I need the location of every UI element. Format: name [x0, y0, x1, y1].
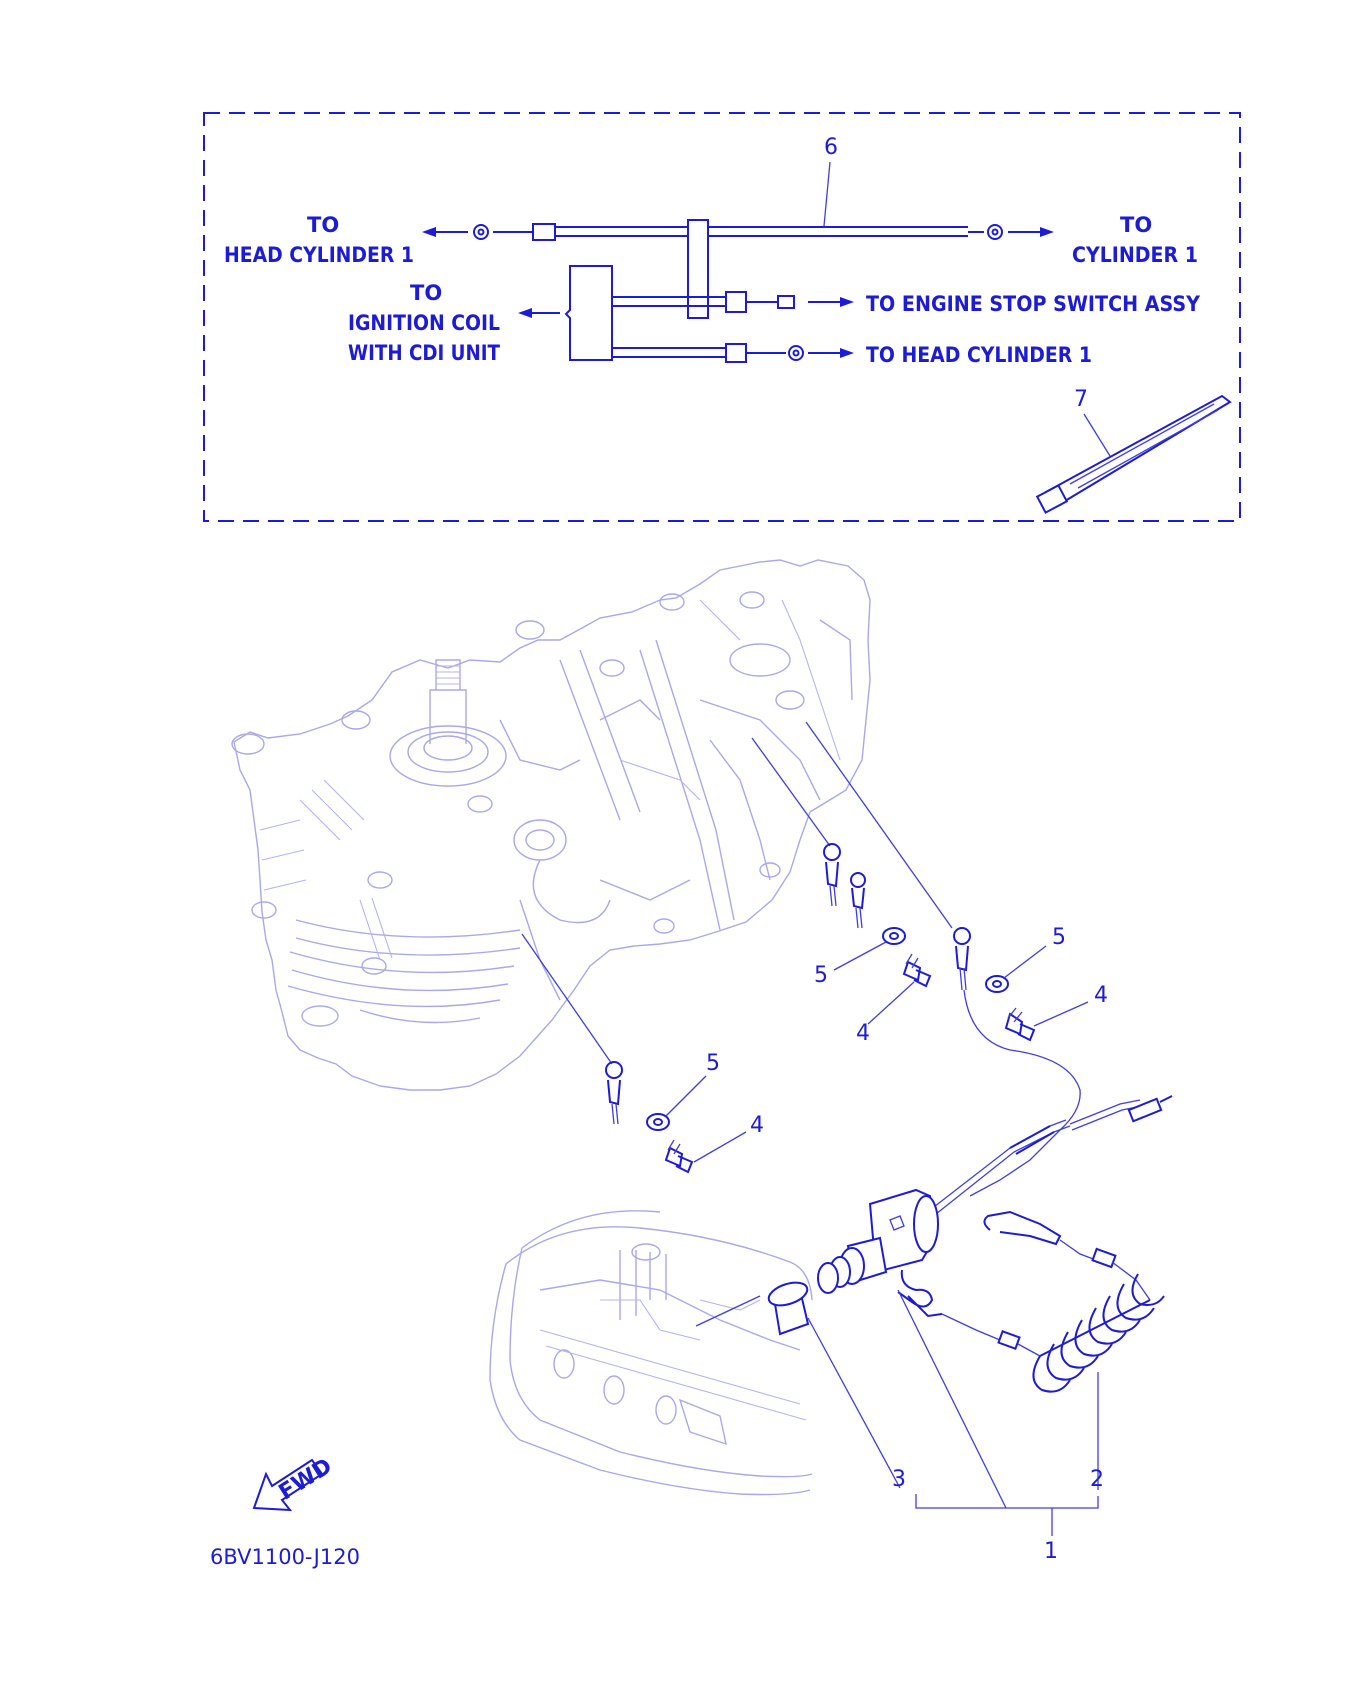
lead-wire-main — [473, 219, 1003, 319]
callout-6: 6 — [824, 135, 838, 160]
lanyard-coil — [1032, 1273, 1165, 1393]
label-to-ignition-2: IGNITION COIL — [348, 311, 500, 335]
callout-4-left: 4 — [750, 1113, 764, 1138]
label-to-engine-stop: TO ENGINE STOP SWITCH ASSY — [866, 292, 1201, 316]
callout-3: 3 — [892, 1467, 906, 1492]
callout-5-middle: 5 — [814, 963, 828, 988]
label-to-cyl-right-1: TO — [1120, 213, 1152, 237]
engine-block — [231, 559, 871, 1091]
diagram-code: 6BV1100-J120 — [210, 1545, 360, 1569]
ground-leads: 5 4 5 4 5 4 — [521, 721, 1108, 1197]
callout-1: 1 — [1044, 1539, 1058, 1564]
callout-4-middle: 4 — [856, 1021, 870, 1046]
fwd-arrow-icon: FWD — [252, 1454, 337, 1512]
cdi-connector — [564, 265, 804, 363]
bolt-right — [1004, 1007, 1036, 1042]
label-to-cyl-right-2: CYLINDER 1 — [1072, 243, 1198, 267]
label-to-ignition-3: WITH CDI UNIT — [348, 341, 501, 365]
inset-dashed-frame — [203, 112, 1241, 522]
cable-tie — [1035, 394, 1232, 514]
bolt-left — [664, 1139, 694, 1174]
label-to-head-cyl-left-1: TO — [307, 213, 339, 237]
callout-7: 7 — [1074, 387, 1088, 412]
label-to-head-cyl-bottom: TO HEAD CYLINDER 1 — [866, 343, 1092, 367]
wire-harness-inset: 6 — [203, 112, 1241, 522]
callout-2: 2 — [1090, 1467, 1104, 1492]
engine-stop-switch-assy: 3 2 1 — [767, 1095, 1173, 1564]
callout-4-right: 4 — [1094, 983, 1108, 1008]
fwd-label: FWD — [275, 1454, 337, 1506]
callout-5-right: 5 — [1052, 925, 1066, 950]
bottom-cowling — [489, 1210, 813, 1496]
label-to-head-cyl-left-2: HEAD CYLINDER 1 — [224, 243, 414, 267]
label-to-ignition-1: TO — [410, 281, 442, 305]
callout-5-left: 5 — [706, 1051, 720, 1076]
bolt-middle — [902, 953, 932, 988]
